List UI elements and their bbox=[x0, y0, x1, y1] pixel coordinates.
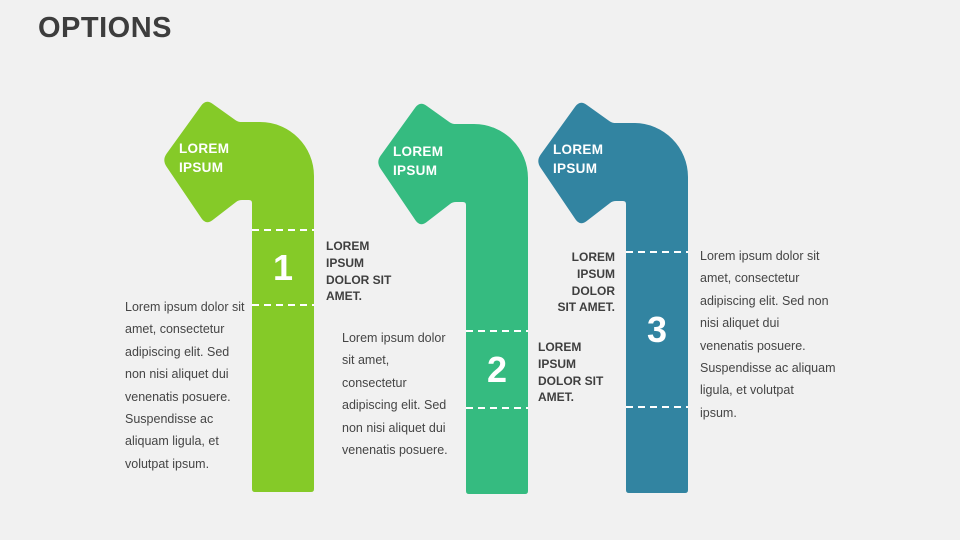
slide-title: OPTIONS bbox=[38, 12, 173, 44]
arrow-2-dashed-divider-top bbox=[466, 330, 528, 332]
arrow-2-head-label: LOREM IPSUM bbox=[393, 144, 444, 178]
option-2-description: Lorem ipsum dolor sit amet, consectetur … bbox=[342, 331, 448, 458]
option-2-caption: LOREM IPSUM DOLOR SIT AMET. bbox=[538, 340, 604, 405]
bent-arrow-3 bbox=[538, 102, 688, 494]
bent-arrow-1-shape bbox=[164, 101, 314, 493]
option-2-number: 2 bbox=[486, 348, 508, 390]
arrow-1-dashed-divider-bottom bbox=[252, 304, 314, 306]
option-1-caption: LOREM IPSUM DOLOR SIT AMET. bbox=[326, 239, 392, 304]
arrow-1-head-label: LOREM IPSUM bbox=[179, 141, 230, 175]
bent-arrow-3-shape bbox=[538, 102, 688, 494]
arrow-1-dashed-divider-top bbox=[252, 229, 314, 231]
arrow-3-dashed-divider-top bbox=[626, 251, 688, 253]
bent-arrow-2-shape bbox=[378, 103, 528, 495]
option-3-caption: LOREM IPSUM DOLOR SIT AMET. bbox=[557, 250, 615, 315]
option-1-number: 1 bbox=[272, 246, 294, 288]
option-3-description: Lorem ipsum dolor sit amet, consectetur … bbox=[700, 249, 836, 420]
arrow-3-head-label: LOREM IPSUM bbox=[553, 142, 604, 176]
bent-arrow-1 bbox=[164, 101, 314, 493]
option-3-number: 3 bbox=[646, 308, 668, 350]
arrow-3-dashed-divider-bottom bbox=[626, 406, 688, 408]
bent-arrow-2 bbox=[378, 103, 528, 495]
option-1-description: Lorem ipsum dolor sit amet, consectetur … bbox=[125, 300, 245, 471]
arrow-2-dashed-divider-bottom bbox=[466, 407, 528, 409]
